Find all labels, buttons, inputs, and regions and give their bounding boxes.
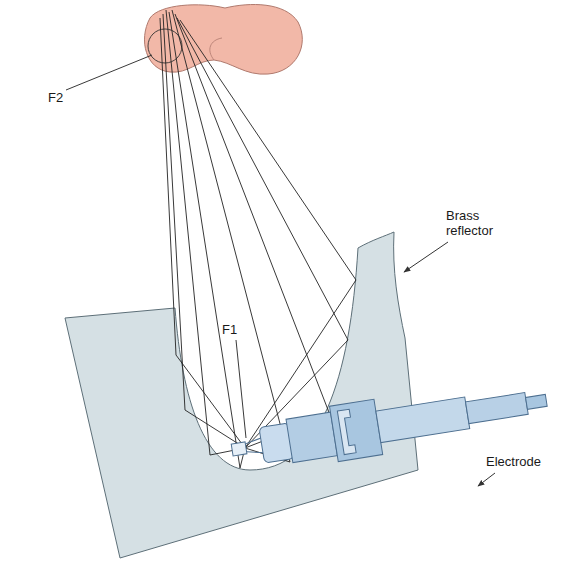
leader-line [236, 340, 246, 438]
electrode [228, 373, 551, 478]
leader-arrow [404, 242, 448, 272]
leader-line [66, 55, 152, 90]
focus-label: F1 [222, 322, 237, 337]
part-label: Brass reflector [446, 208, 508, 238]
shock-wave-rays [160, 10, 356, 468]
kidney-hilum [210, 38, 222, 60]
part-label: Electrode [486, 454, 541, 469]
kidney [144, 5, 302, 75]
brass-reflector [65, 232, 418, 558]
focus-label: F2 [48, 90, 63, 105]
leader-arrow [478, 473, 495, 486]
